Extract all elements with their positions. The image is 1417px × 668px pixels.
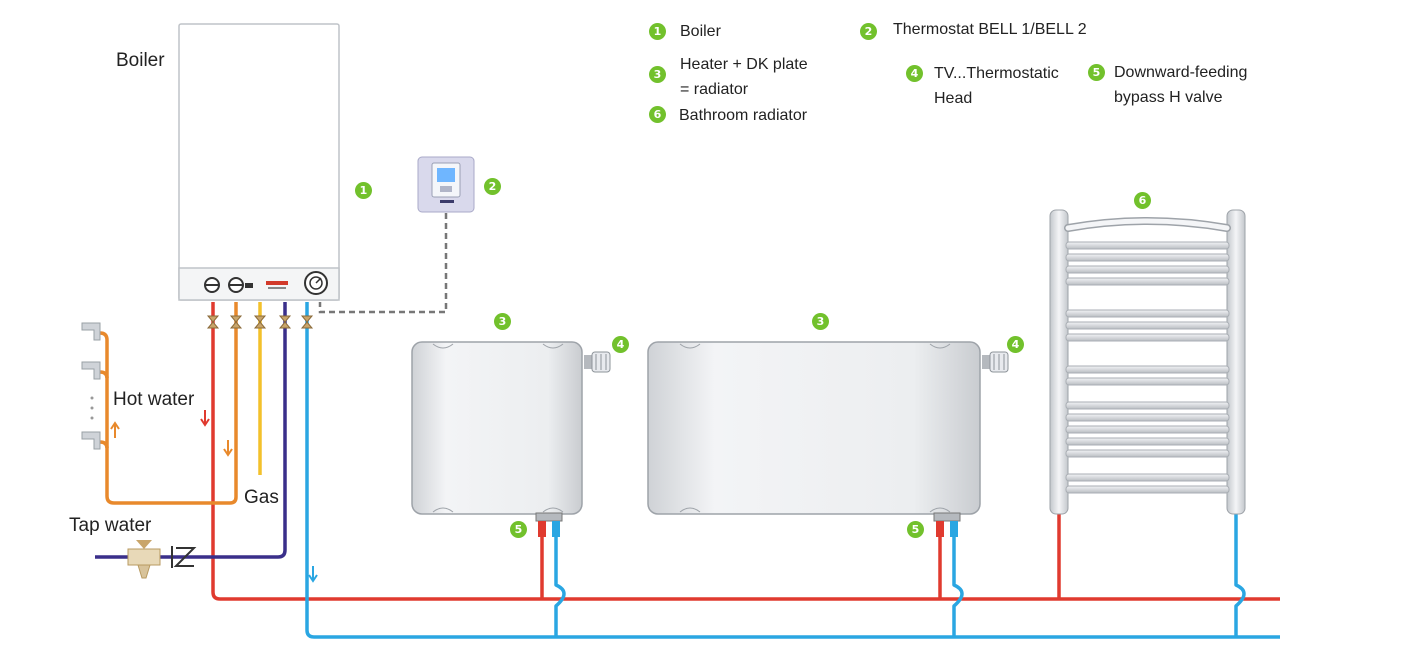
boiler-pressure-gauge [304, 271, 328, 295]
legend-text-6: Bathroom radiator [679, 107, 808, 124]
legend-badge-3: 3 [649, 66, 666, 83]
boiler-unit [178, 23, 340, 301]
tap-water-label: Tap water [69, 515, 152, 536]
legend-badge-2: 2 [860, 23, 877, 40]
boiler-dial-left [204, 277, 220, 293]
h-valve-1 [535, 512, 563, 537]
marker-bathroom-radiator: 6 [1134, 192, 1151, 209]
return-pipe [305, 302, 1280, 639]
boiler-isolation-valves [206, 315, 314, 329]
thermostatic-head-2 [982, 351, 1009, 373]
legend-badge-4: 4 [906, 65, 923, 82]
marker-h-valve-2: 5 [907, 521, 924, 538]
hot-water-pipe [99, 302, 238, 505]
tap-water-valve [127, 540, 161, 579]
marker-thermostat: 2 [484, 178, 501, 195]
marker-boiler: 1 [355, 182, 372, 199]
marker-h-valve-1: 5 [510, 521, 527, 538]
legend-text-1: Boiler [680, 23, 721, 40]
h-valve-2 [933, 512, 961, 537]
radiator-2 [647, 341, 1009, 537]
legend-text-5: Downward-feeding bypass H valve [1114, 64, 1248, 106]
boiler-brand-mark [266, 281, 288, 285]
legend-badge-1: 1 [649, 23, 666, 40]
cold-water-pipe [95, 302, 287, 559]
marker-radiator-1: 3 [494, 313, 511, 330]
flow-arrows [110, 410, 318, 583]
check-valve [171, 546, 197, 568]
marker-thermostatic-head-1: 4 [612, 336, 629, 353]
legend-badge-6: 6 [649, 106, 666, 123]
thermostat-cable [318, 213, 448, 314]
radiator-1 [411, 341, 611, 537]
supply-pipe [211, 302, 1280, 601]
hot-water-label: Hot water [113, 389, 195, 410]
marker-thermostatic-head-2: 4 [1007, 336, 1024, 353]
legend-text-2: Thermostat BELL 1/BELL 2 [893, 21, 1087, 38]
thermostat-device [417, 156, 475, 213]
thermostatic-head-1 [584, 351, 611, 373]
legend-badge-5: 5 [1088, 64, 1105, 81]
hot-water-taps [81, 322, 101, 450]
gas-label: Gas [244, 487, 279, 508]
legend-text-3: Heater + DK plate = radiator [680, 56, 808, 98]
legend-text-4: TV...Thermostatic Head [934, 65, 1059, 107]
bathroom-radiator [1049, 209, 1246, 515]
boiler-dial-right [228, 277, 253, 293]
boiler-label: Boiler [116, 50, 165, 71]
marker-radiator-2: 3 [812, 313, 829, 330]
